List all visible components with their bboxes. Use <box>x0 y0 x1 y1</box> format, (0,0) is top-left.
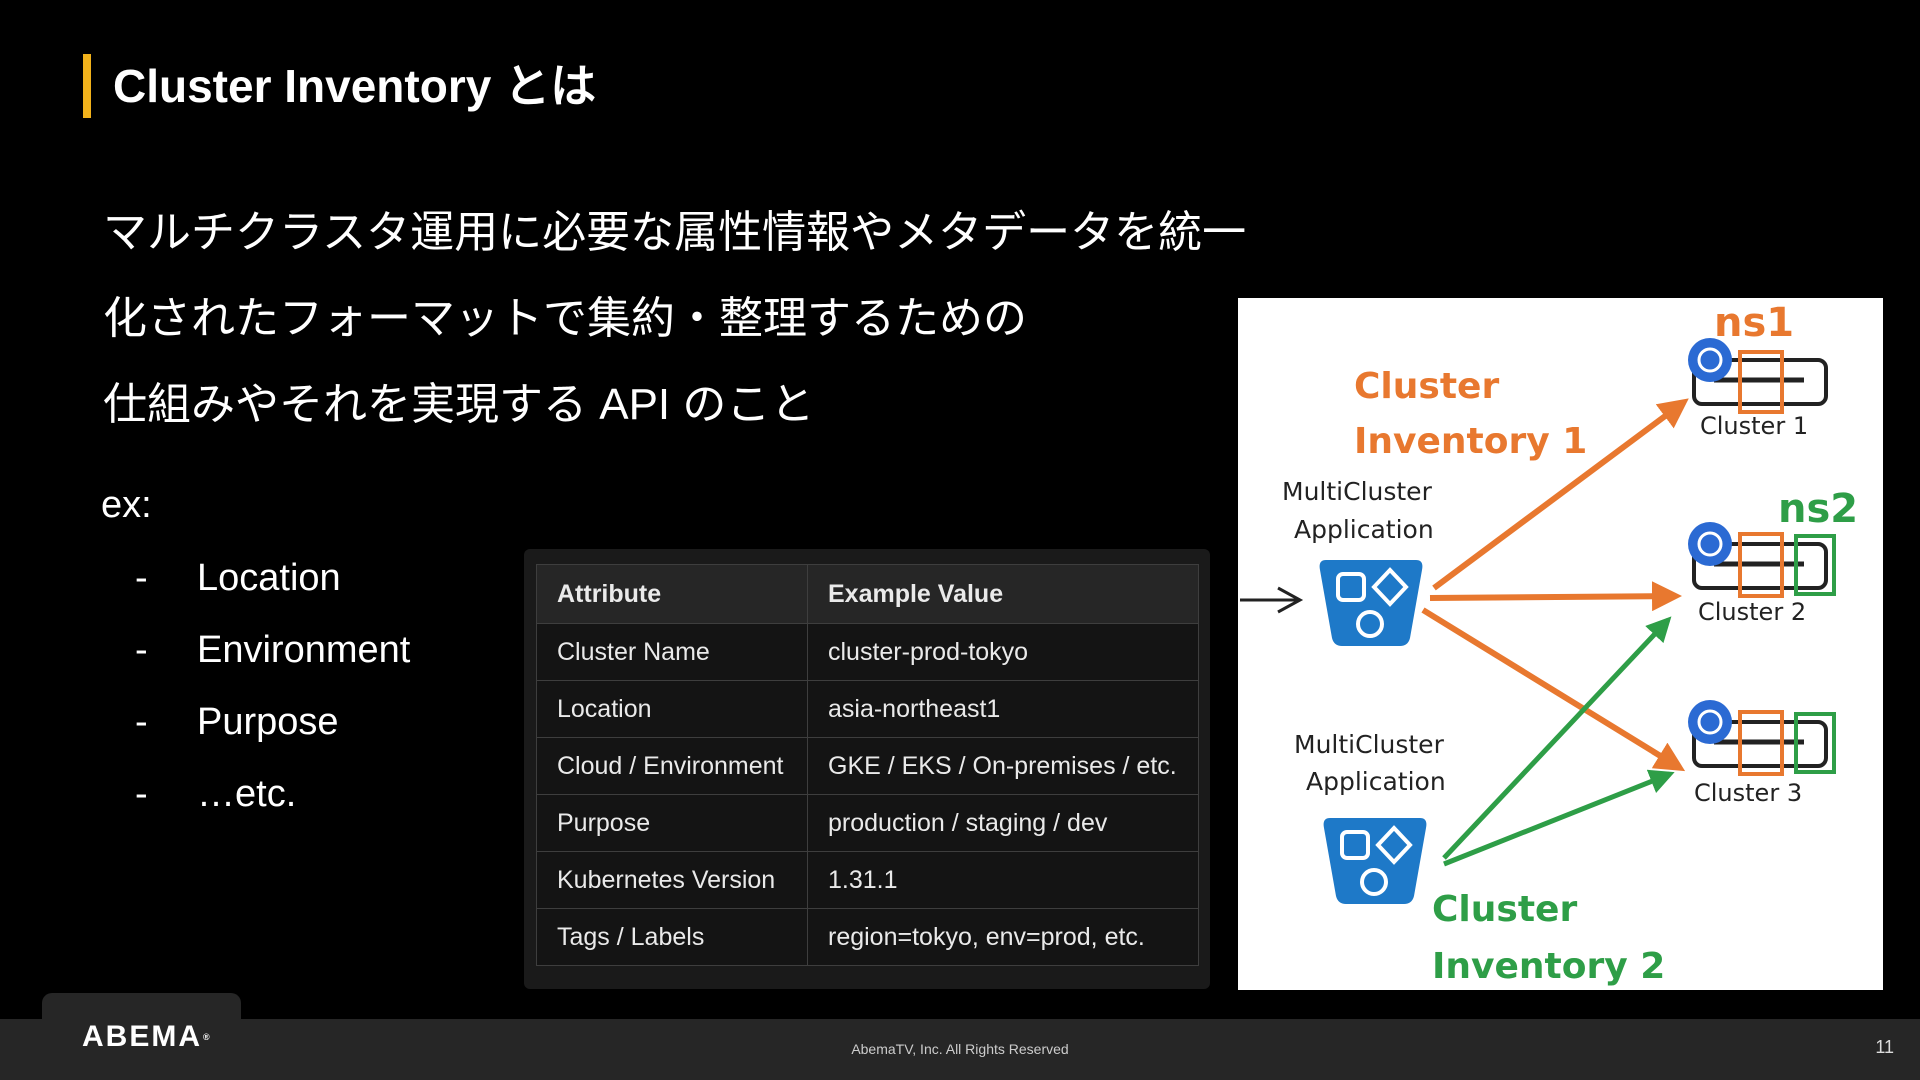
list-item: - Environment <box>135 625 410 697</box>
lead-line-3: 仕組みやそれを実現する API のこと <box>103 380 815 429</box>
examples-list: - Location - Environment - Purpose - …etc. <box>135 553 410 841</box>
inventory-2-label-line2: Inventory 2 <box>1432 946 1665 987</box>
lead-text: マルチクラスタ運用に必要な属性情報やメタデータを統一 化されたフォーマットで集約… <box>103 190 1246 448</box>
list-item-text: Purpose <box>197 701 339 743</box>
title-accent-bar <box>83 54 91 118</box>
app-2-label-line1: MultiCluster <box>1294 730 1445 759</box>
cluster-1-label: Cluster 1 <box>1700 412 1808 440</box>
list-item: - Location <box>135 553 410 625</box>
table-cell: Kubernetes Version <box>536 851 808 909</box>
ns1-label: ns1 <box>1714 300 1794 346</box>
cluster-inventory-diagram: Cluster Inventory 1 MultiCluster Applica… <box>1238 298 1883 990</box>
logo-text: ABEMA <box>82 1020 202 1053</box>
copyright-text: AbemaTV, Inc. All Rights Reserved <box>851 1041 1069 1057</box>
green-arrows <box>1442 616 1675 867</box>
list-dash: - <box>135 557 148 599</box>
inventory-1-label-line2: Inventory 1 <box>1354 421 1587 462</box>
app-2-label-line2: Application <box>1306 767 1446 796</box>
kubernetes-icon <box>1688 522 1732 566</box>
slide-title: Cluster Inventory とは <box>113 60 597 112</box>
ns2-label: ns2 <box>1778 486 1858 532</box>
table-cell: Tags / Labels <box>536 908 808 966</box>
table-cell: region=tokyo, env=prod, etc. <box>807 908 1199 966</box>
list-item-text: Location <box>197 557 341 599</box>
app-1-label-line1: MultiCluster <box>1282 477 1433 506</box>
list-dash: - <box>135 773 148 815</box>
cluster-2: Cluster 2 <box>1688 522 1836 626</box>
arrow-app1-to-cluster2 <box>1429 581 1682 612</box>
inventory-2-label-line1: Cluster <box>1432 889 1577 930</box>
lead-line-1: マルチクラスタ運用に必要な属性情報やメタデータを統一 <box>103 208 1247 257</box>
table-cell: cluster-prod-tokyo <box>807 623 1199 681</box>
table-cell: Cluster Name <box>536 623 808 681</box>
page-number: 11 <box>1875 1037 1894 1057</box>
arrow-app2-to-cluster3 <box>1443 769 1675 867</box>
cluster-3: Cluster 3 <box>1688 700 1836 807</box>
list-item: - …etc. <box>135 769 410 841</box>
inventory-1-label-line1: Cluster <box>1354 366 1499 407</box>
kubernetes-icon <box>1688 700 1732 744</box>
list-item-text: …etc. <box>197 773 297 815</box>
table-cell: GKE / EKS / On-premises / etc. <box>807 737 1199 795</box>
table-cell: Location <box>536 680 808 738</box>
table-cell: Purpose <box>536 794 808 852</box>
cluster-3-label: Cluster 3 <box>1694 779 1802 807</box>
table-cell: asia-northeast1 <box>807 680 1199 738</box>
cluster-2-label: Cluster 2 <box>1698 598 1806 626</box>
list-item: - Purpose <box>135 697 410 769</box>
table-cell: production / staging / dev <box>807 794 1199 852</box>
examples-label: ex: <box>101 484 152 526</box>
app-1-label-line2: Application <box>1294 515 1434 544</box>
incoming-arrow <box>1240 586 1304 614</box>
arrow-app1-to-cluster3 <box>1421 607 1686 772</box>
list-dash: - <box>135 701 148 743</box>
list-item-text: Environment <box>197 629 411 671</box>
table-cell: Cloud / Environment <box>536 737 808 795</box>
cluster-1: Cluster 1 <box>1688 338 1828 440</box>
arrow-app2-to-cluster2 <box>1442 616 1672 860</box>
orange-arrows <box>1421 398 1689 772</box>
footer-bar <box>0 1019 1920 1080</box>
abema-logo: ABEMA® <box>82 1018 210 1056</box>
multicluster-app-1-icon <box>1319 560 1423 646</box>
table-header-row: Attribute Example Value <box>536 564 1199 624</box>
multicluster-app-2-icon <box>1323 818 1427 904</box>
lead-line-2: 化されたフォーマットで集約・整理するための <box>103 294 1027 343</box>
list-dash: - <box>135 629 148 671</box>
table-cell: 1.31.1 <box>807 851 1199 909</box>
arrow-app1-to-cluster1 <box>1432 398 1689 591</box>
kubernetes-icon <box>1688 338 1732 382</box>
column-header-attribute: Attribute <box>536 564 808 624</box>
column-header-example-value: Example Value <box>807 564 1199 624</box>
registered-mark: ® <box>203 1032 210 1042</box>
